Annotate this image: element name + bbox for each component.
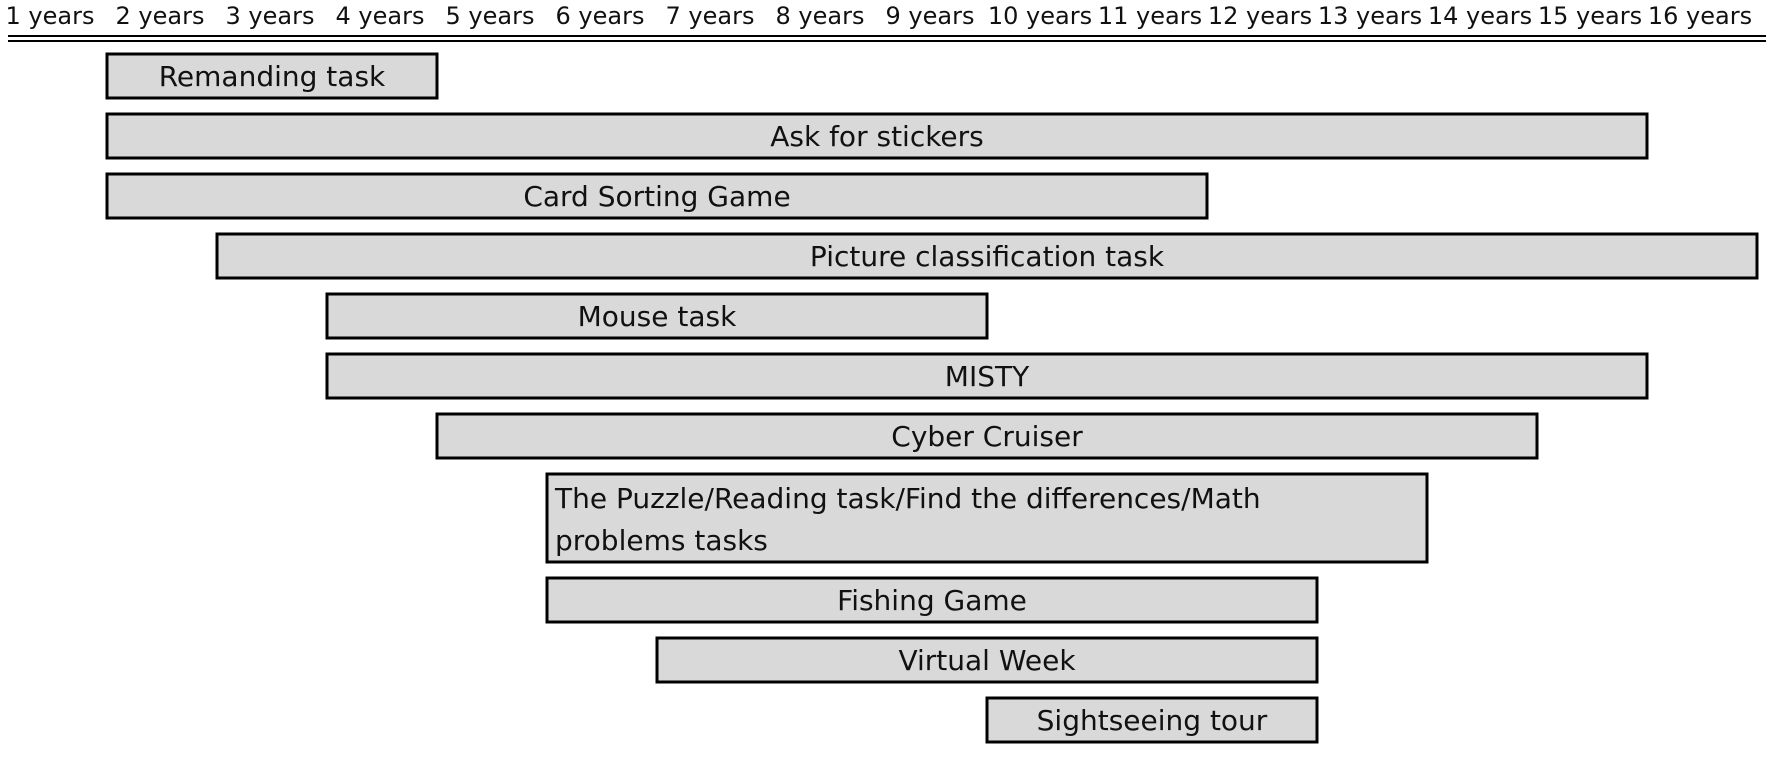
- task-bar-label: Card Sorting Game: [523, 180, 790, 213]
- task-bar-label: Fishing Game: [837, 584, 1027, 617]
- x-tick-label: 13 years: [1318, 2, 1422, 30]
- task-bar: Virtual Week: [655, 636, 1319, 684]
- x-tick-label: 15 years: [1538, 2, 1642, 30]
- task-bar-rect: [985, 696, 1319, 744]
- task-bar-label: Remanding task: [159, 60, 386, 93]
- task-bar: Picture classification task: [215, 232, 1759, 280]
- x-tick-label: 6 years: [556, 2, 645, 30]
- task-bar-rect: [215, 232, 1759, 280]
- task-bar-rect: [105, 172, 1209, 220]
- task-bar-label: Cyber Cruiser: [891, 420, 1083, 453]
- x-tick-label: 4 years: [336, 2, 425, 30]
- x-axis-ticks: 1 years 2 years 3 years 4 years 5 years 6 yea…: [6, 2, 1753, 30]
- x-tick-label: 14 years: [1428, 2, 1532, 30]
- x-tick-label: 2 years: [116, 2, 205, 30]
- task-bar-rect: [545, 576, 1319, 624]
- task-bar-rect: [325, 352, 1649, 400]
- task-bar-label: Ask for stickers: [770, 120, 984, 153]
- x-tick-label: 7 years: [666, 2, 755, 30]
- task-bar-rect: [105, 112, 1649, 160]
- task-bar-label: Picture classification task: [810, 240, 1165, 273]
- x-tick-label: 3 years: [226, 2, 315, 30]
- x-tick-label: 5 years: [446, 2, 535, 30]
- task-bar-label: Virtual Week: [898, 644, 1076, 677]
- task-bar: Sightseeing tour: [985, 696, 1319, 744]
- task-bar: Fishing Game: [545, 576, 1319, 624]
- task-bar: The Puzzle/Reading task/Find the differe…: [545, 472, 1429, 564]
- task-bar-label: Sightseeing tour: [1037, 704, 1268, 737]
- task-bar-rect: [435, 412, 1539, 460]
- task-bar: Remanding task: [105, 52, 439, 100]
- task-bar-rect: [105, 52, 439, 100]
- x-tick-label: 11 years: [1098, 2, 1202, 30]
- task-bar-rect: [545, 472, 1429, 564]
- task-bar: Cyber Cruiser: [435, 412, 1539, 460]
- task-bar-label: problems tasks: [555, 524, 768, 557]
- task-bar: Mouse task: [325, 292, 989, 340]
- task-bar-label: Mouse task: [578, 300, 737, 333]
- x-tick-label: 12 years: [1208, 2, 1312, 30]
- task-bar-label: MISTY: [945, 360, 1030, 393]
- task-bar-rect: [325, 292, 989, 340]
- task-bar: Ask for stickers: [105, 112, 1649, 160]
- x-tick-label: 1 years: [6, 2, 95, 30]
- x-tick-label: 9 years: [886, 2, 975, 30]
- task-bar: MISTY: [325, 352, 1649, 400]
- task-bar-rect: [655, 636, 1319, 684]
- x-tick-label: 8 years: [776, 2, 865, 30]
- task-bar-label: The Puzzle/Reading task/Find the differe…: [554, 482, 1261, 515]
- x-tick-label: 16 years: [1648, 2, 1752, 30]
- task-bar: Card Sorting Game: [105, 172, 1209, 220]
- x-tick-label: 10 years: [988, 2, 1092, 30]
